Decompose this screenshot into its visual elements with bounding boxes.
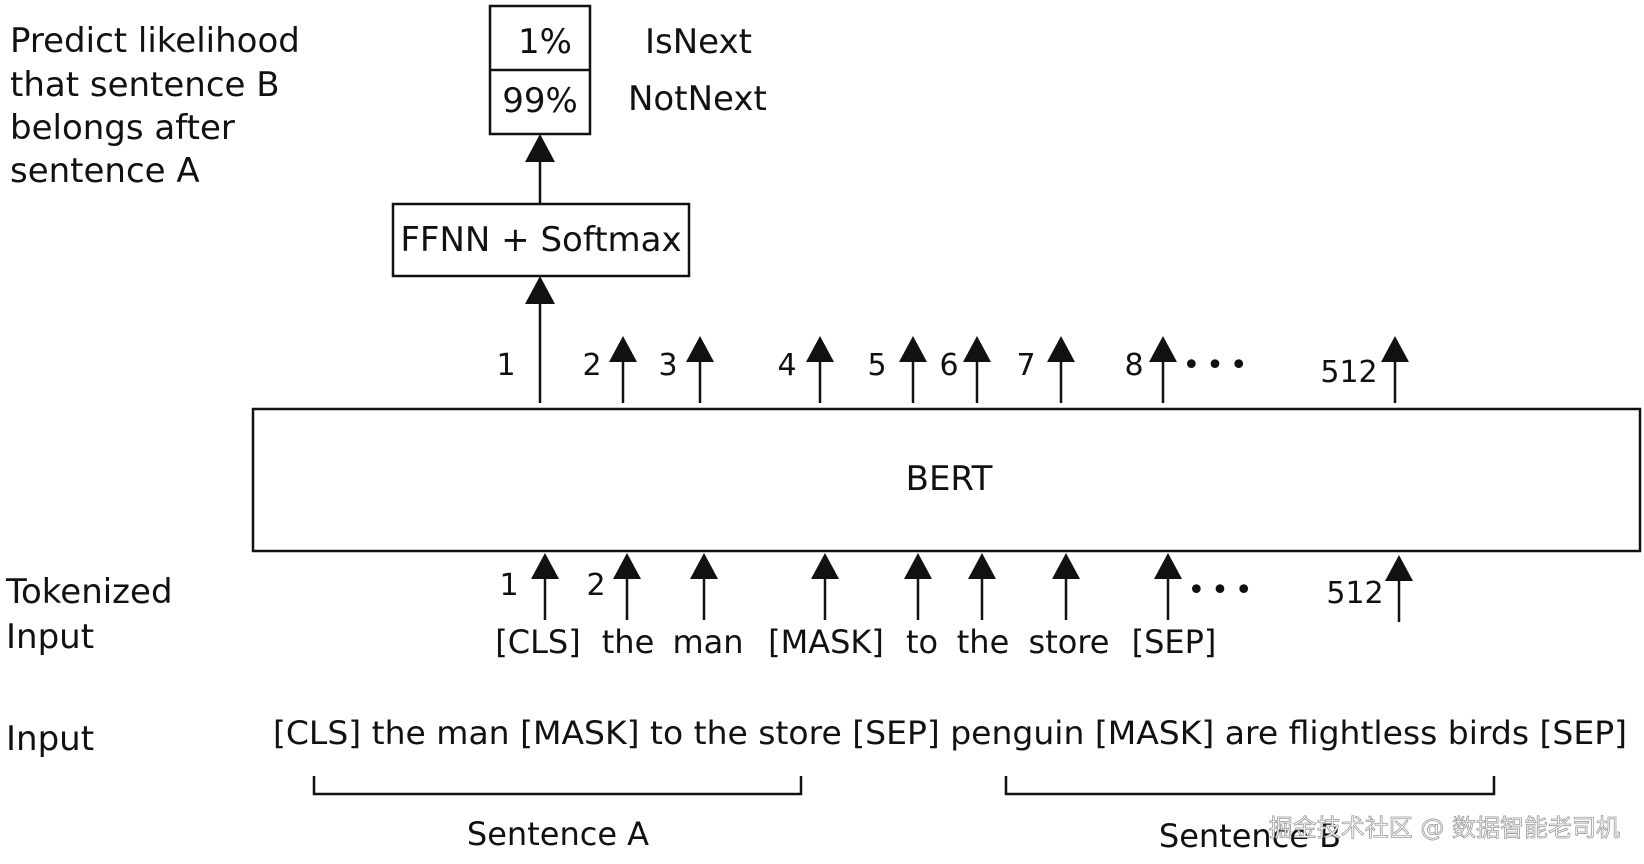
- output-ellipsis: •••: [1182, 348, 1253, 383]
- prediction-description-line-1: Predict likelihood: [10, 21, 300, 61]
- token-to: to: [906, 623, 938, 661]
- output-positions: 1 2 3 4 5 6 7 8 ••• 512: [496, 336, 1409, 403]
- arrow-ffnn-to-output: [525, 134, 555, 204]
- output-position-6: 6: [939, 348, 958, 383]
- input-position-2: 2: [586, 568, 605, 603]
- prediction-description-line-2: that sentence B: [10, 65, 280, 105]
- token-the-2: the: [957, 623, 1010, 661]
- output-position-2: 2: [582, 348, 601, 383]
- output-position-5: 5: [867, 348, 886, 383]
- output-probability-box: 1% 99% IsNext NotNext: [488, 4, 767, 136]
- input-arrow-the: [613, 553, 641, 620]
- output-arrow-4: [806, 336, 834, 403]
- prediction-description: Predict likelihood that sentence B belon…: [10, 21, 300, 191]
- bert-frame: [251, 407, 1642, 553]
- sentence-a-label: Sentence A: [467, 815, 649, 853]
- output-position-3: 3: [658, 348, 677, 383]
- watermark-text: 掘金技术社区 @ 数据智能老司机: [1269, 814, 1620, 842]
- tokenized-label-line-1: Tokenized: [5, 572, 173, 612]
- tokenized-label-line-2: Input: [6, 617, 94, 657]
- input-sentence: [CLS] the man [MASK] to the store [SEP] …: [273, 714, 1627, 752]
- isnext-probability: 1%: [518, 22, 572, 62]
- token-sep: [SEP]: [1132, 623, 1217, 661]
- output-arrow-6: [963, 336, 991, 403]
- token-the: the: [602, 623, 655, 661]
- output-position-512: 512: [1320, 355, 1377, 390]
- arrow-cls-to-ffnn: [525, 276, 555, 403]
- input-arrow-man: [690, 553, 718, 620]
- input-arrow-to: [904, 553, 932, 620]
- token-cls: [CLS]: [495, 623, 580, 661]
- output-position-1: 1: [496, 348, 515, 383]
- output-arrow-8: [1149, 336, 1177, 403]
- prediction-description-line-4: sentence A: [10, 151, 200, 191]
- token-mask: [MASK]: [768, 623, 884, 661]
- input-arrow-mask: [811, 553, 839, 620]
- notnext-label: NotNext: [628, 79, 767, 119]
- output-arrow-2: [609, 336, 637, 403]
- ffnn-label: FFNN + Softmax: [400, 220, 681, 260]
- input-arrow-store: [1052, 553, 1080, 620]
- prediction-description-line-3: belongs after: [10, 108, 235, 148]
- sentence-b-label: Sentence B: [1159, 817, 1341, 855]
- ffnn-softmax-box: FFNN + Softmax: [391, 202, 691, 278]
- input-arrow-the-2: [968, 553, 996, 620]
- output-arrow-5: [899, 336, 927, 403]
- tokenized-tokens: [CLS] the man [MASK] to the store [SEP]: [495, 623, 1216, 661]
- tokenized-input-label: Tokenized Input: [5, 572, 173, 657]
- input-position-512: 512: [1326, 576, 1383, 611]
- isnext-label: IsNext: [645, 22, 752, 62]
- input-position-1: 1: [499, 568, 518, 603]
- ffnn-box-frame: [391, 202, 691, 278]
- input-arrow-512: [1385, 555, 1413, 622]
- output-position-4: 4: [777, 348, 796, 383]
- bert-block: BERT: [251, 407, 1642, 553]
- sentence-b-bracket: [1004, 776, 1496, 796]
- token-store: store: [1029, 623, 1110, 661]
- output-arrow-3: [686, 336, 714, 403]
- sentence-a-bracket: [312, 776, 803, 796]
- token-man: man: [672, 623, 743, 661]
- output-arrow-7: [1047, 336, 1075, 403]
- output-position-8: 8: [1124, 348, 1143, 383]
- bert-label: BERT: [906, 459, 993, 499]
- input-positions: 1 2 ••• 512: [499, 553, 1413, 622]
- input-label: Input: [6, 719, 94, 759]
- input-arrow-cls: [531, 553, 559, 620]
- notnext-probability: 99%: [502, 81, 578, 121]
- output-position-7: 7: [1016, 348, 1035, 383]
- output-arrow-512: [1381, 336, 1409, 403]
- input-arrow-sep: [1154, 553, 1182, 620]
- input-ellipsis: •••: [1187, 573, 1258, 608]
